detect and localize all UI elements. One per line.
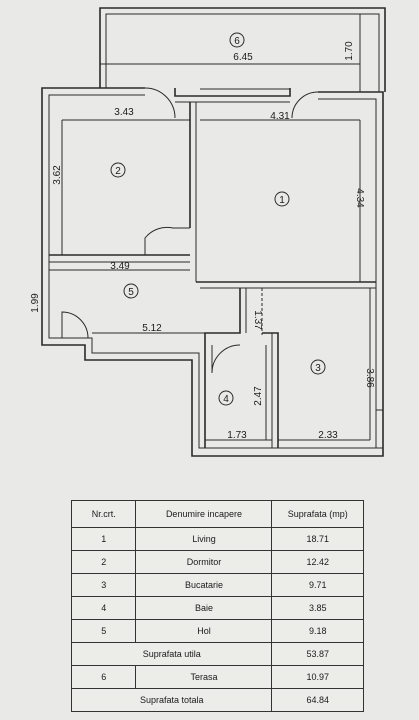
table-row: 5 Hol 9.18 <box>70 619 364 643</box>
row-nr: 3 <box>70 573 137 597</box>
dim-living-width: 4.31 <box>270 111 290 122</box>
row-name: Dormitor <box>135 550 273 574</box>
room-marker-1: 1 <box>274 191 290 207</box>
row-name: Hol <box>135 619 273 643</box>
room-number: 1 <box>279 195 285 206</box>
row-nr: 5 <box>70 619 137 643</box>
room-marker-6: 6 <box>229 32 245 48</box>
dim-bedroom-depth: 3.62 <box>52 165 63 185</box>
door-swing-entrance <box>61 311 89 339</box>
row-area: 9.18 <box>271 619 364 643</box>
room-number: 4 <box>223 394 229 405</box>
table-row: 4 Baie 3.85 <box>70 596 364 620</box>
total-area-value: 64.84 <box>271 688 364 712</box>
room-area-table: Nr.crt. Denumire incapere Suprafata (mp)… <box>70 500 364 712</box>
dim-kitchen-depth: 3.86 <box>364 368 375 388</box>
terrace-inner-wall <box>105 13 380 92</box>
door-swing-bath <box>211 344 241 374</box>
row-name: Terasa <box>135 665 273 689</box>
terrace-wall <box>99 7 386 92</box>
header-room-name: Denumire incapere <box>135 500 273 528</box>
dim-hall-length: 5.12 <box>142 323 162 334</box>
table-header-row: Nr.crt. Denumire incapere Suprafata (mp) <box>70 500 364 528</box>
exterior-wall-left <box>41 87 384 457</box>
util-area-label: Suprafata utila <box>70 642 273 666</box>
row-nr: 2 <box>70 550 137 574</box>
dim-hall-width-top: 3.49 <box>110 261 130 272</box>
table-row: 1 Living 18.71 <box>70 527 364 551</box>
row-area: 10.97 <box>271 665 364 689</box>
room-number: 2 <box>115 166 121 177</box>
bath-walls <box>204 288 241 448</box>
room-marker-4: 4 <box>218 390 234 406</box>
header-area: Suprafata (mp) <box>271 500 364 528</box>
row-nr: 6 <box>70 665 137 689</box>
room-marker-3: 3 <box>310 359 326 375</box>
kitchen-left-wall <box>262 332 279 448</box>
row-area: 3.85 <box>271 596 364 620</box>
room-number: 6 <box>234 36 240 47</box>
header-nr: Nr.crt. <box>70 500 137 528</box>
exterior-wall-left-inner <box>48 94 377 449</box>
room-number: 3 <box>315 363 321 374</box>
room-marker-2: 2 <box>110 162 126 178</box>
dim-terrace-depth: 1.70 <box>344 41 355 61</box>
row-nr: 1 <box>70 527 137 551</box>
row-nr: 4 <box>70 596 137 620</box>
door-swing-bedroom <box>144 226 190 255</box>
dim-bath-width: 1.73 <box>227 430 247 441</box>
row-area: 9.71 <box>271 573 364 597</box>
row-area: 12.42 <box>271 550 364 574</box>
dim-terrace-width: 6.45 <box>233 52 253 63</box>
total-area-label: Suprafata totala <box>70 688 273 712</box>
row-name: Living <box>135 527 273 551</box>
dim-bath-depth: 2.47 <box>253 386 264 406</box>
util-area-value: 53.87 <box>271 642 364 666</box>
util-area-row: Suprafata utila 53.87 <box>70 642 364 666</box>
row-name: Baie <box>135 596 273 620</box>
terrace-row: 6 Terasa 10.97 <box>70 665 364 689</box>
dim-hall-depth: 1.99 <box>30 293 41 313</box>
door-swing-living-terrace <box>291 91 319 119</box>
total-area-row: Suprafata totala 64.84 <box>70 688 364 712</box>
table-row: 3 Bucatarie 9.71 <box>70 573 364 597</box>
room-marker-5: 5 <box>123 283 139 299</box>
room-number: 5 <box>128 287 134 298</box>
floor-plan: 6 2 1 5 3 4 6.45 1.70 3.43 3.62 4.31 4.3… <box>30 7 386 457</box>
dim-kitchen-width: 2.33 <box>318 430 338 441</box>
table-row: 2 Dormitor 12.42 <box>70 550 364 574</box>
dim-bedroom-width: 3.43 <box>114 107 134 118</box>
dim-passage: 1.37 <box>252 310 263 330</box>
dim-living-depth: 4.34 <box>354 188 365 208</box>
row-area: 18.71 <box>271 527 364 551</box>
row-name: Bucatarie <box>135 573 273 597</box>
top-wall-middle <box>174 88 291 97</box>
door-swing-bedroom-terrace <box>144 87 176 119</box>
kitchen-window <box>375 409 384 449</box>
